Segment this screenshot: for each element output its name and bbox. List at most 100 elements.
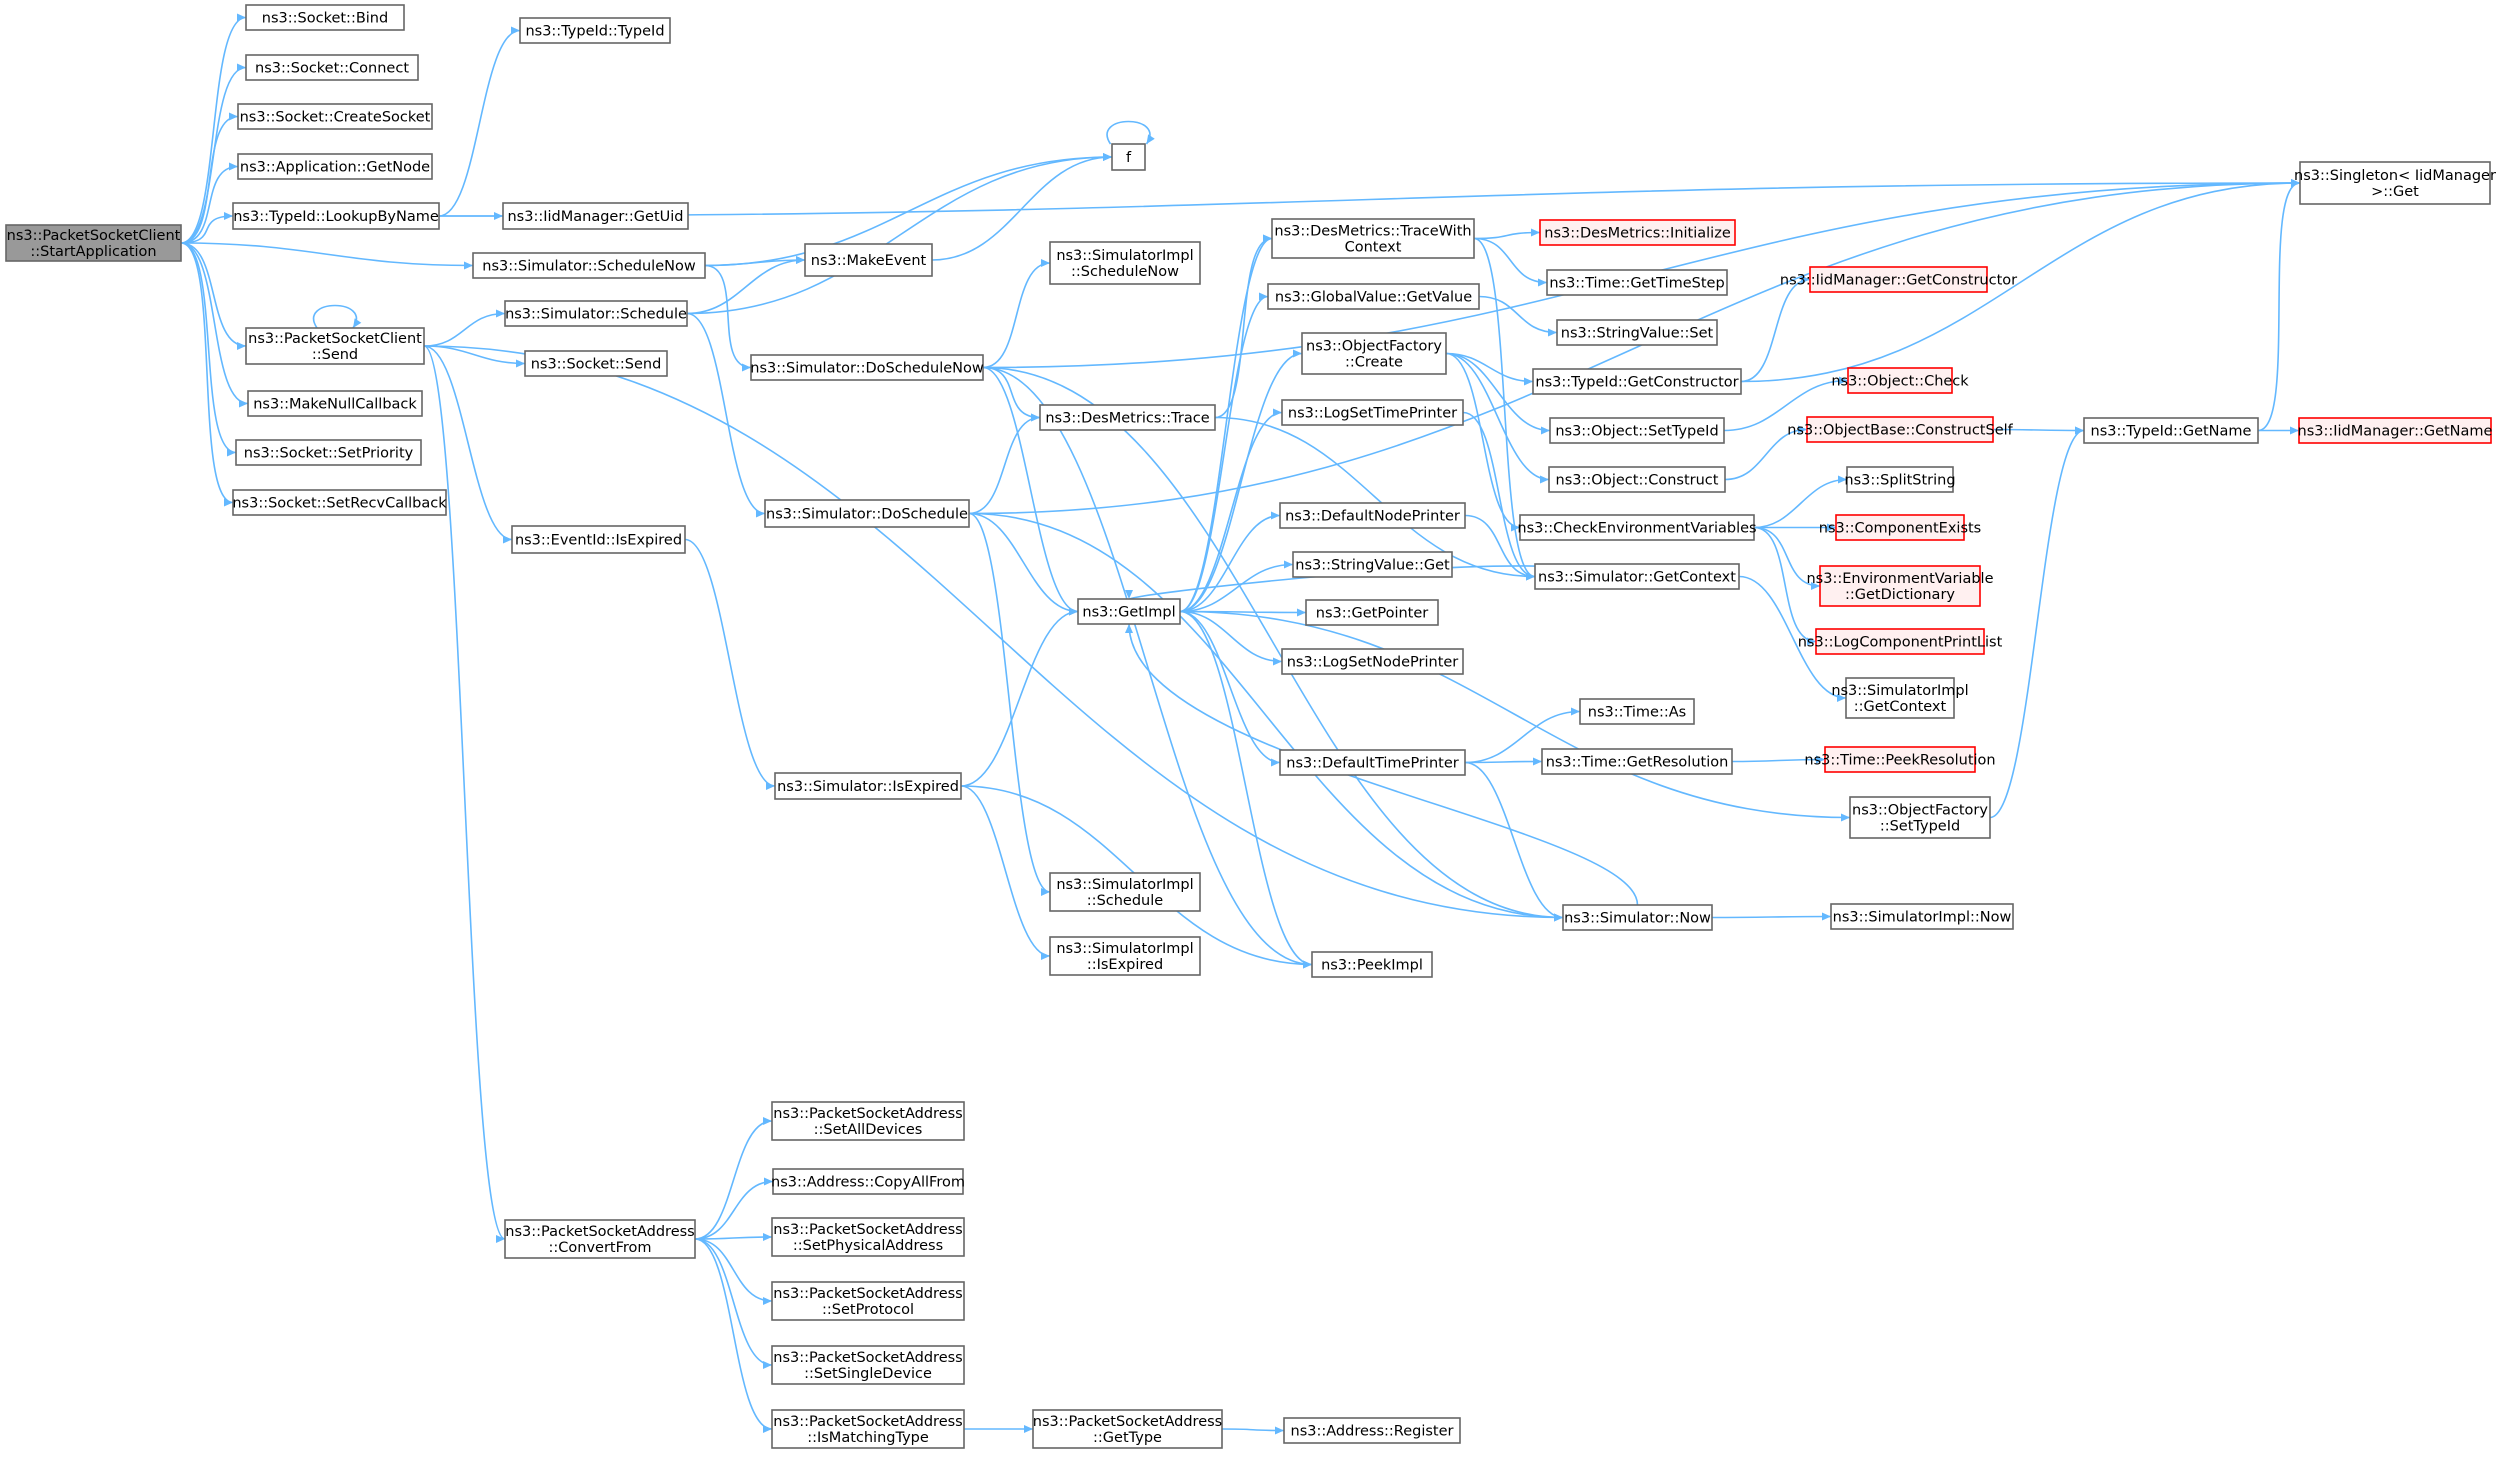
- node-getimpl[interactable]: ns3::GetImpl: [1077, 598, 1181, 625]
- node-typeid_getname[interactable]: ns3::TypeId::GetName: [2083, 417, 2259, 444]
- node-box: [232, 202, 440, 230]
- node-box: [1539, 219, 1736, 246]
- node-logcompprint[interactable]: ns3::LogComponentPrintList: [1798, 628, 2003, 655]
- node-psc_send[interactable]: ns3::PacketSocketClient::Send: [245, 327, 425, 365]
- node-sim_now[interactable]: ns3::Simulator::Now: [1562, 904, 1713, 931]
- node-label: ::Schedule: [1087, 893, 1163, 909]
- node-time_getres[interactable]: ns3::Time::GetResolution: [1541, 748, 1733, 775]
- node-simimpl_getctx[interactable]: ns3::SimulatorImpl::GetContext: [1831, 677, 1969, 719]
- node-obj_settypeid[interactable]: ns3::Object::SetTypeId: [1549, 417, 1725, 444]
- node-label: ns3::ObjectBase::ConstructSelf: [1787, 423, 2013, 439]
- node-makeevent[interactable]: ns3::MakeEvent: [804, 243, 933, 277]
- node-label: ns3::LogSetNodePrinter: [1287, 655, 1459, 671]
- node-evt_isexp[interactable]: ns3::EventId::IsExpired: [511, 525, 686, 554]
- node-label: ns3::Simulator::GetContext: [1538, 570, 1736, 586]
- edge-getimpl-to-logsettime: [1179, 408, 1283, 613]
- node-box: [1806, 416, 1994, 443]
- node-box: [2298, 417, 2492, 444]
- edge-psc_send-to-sim_now: [423, 345, 1564, 922]
- node-sock_create[interactable]: ns3::Socket::CreateSocket: [237, 103, 433, 130]
- node-getpointer[interactable]: ns3::GetPointer: [1305, 599, 1439, 626]
- node-psa_gettype[interactable]: ns3::PacketSocketAddress::GetType: [1032, 1409, 1223, 1449]
- node-box: [232, 489, 447, 516]
- node-checkenv[interactable]: ns3::CheckEnvironmentVariables: [1517, 514, 1757, 541]
- node-addr_copy[interactable]: ns3::Address::CopyAllFrom: [771, 1168, 965, 1195]
- node-psa_ismatch[interactable]: ns3::PacketSocketAddress::IsMatchingType: [771, 1409, 965, 1449]
- node-label: ns3::IidManager::GetUid: [507, 209, 683, 225]
- node-app_getnode[interactable]: ns3::Application::GetNode: [237, 153, 433, 180]
- node-setprio[interactable]: ns3::Socket::SetPriority: [235, 439, 422, 466]
- node-label: ns3::Socket::Connect: [255, 61, 409, 77]
- node-desm_init[interactable]: ns3::DesMetrics::Initialize: [1539, 219, 1736, 246]
- edge-root-to-setrecv: [180, 242, 234, 507]
- node-iid_getuid[interactable]: ns3::IidManager::GetUid: [502, 202, 689, 230]
- node-of_settypeid[interactable]: ns3::ObjectFactory::SetTypeId: [1849, 796, 1991, 839]
- node-iid_getctor[interactable]: ns3::IidManager::GetConstructor: [1780, 266, 2017, 293]
- node-sim_isexp[interactable]: ns3::Simulator::IsExpired: [774, 772, 962, 800]
- node-typeid_getctor[interactable]: ns3::TypeId::GetConstructor: [1532, 368, 1742, 395]
- node-label: ns3::IidManager::GetConstructor: [1780, 273, 2017, 289]
- edge-defnodeprinter-to-sim_getcontext: [1464, 514, 1536, 581]
- node-box: [1039, 404, 1216, 431]
- edge-f-to-f: [1106, 120, 1155, 145]
- node-envvar_getdict[interactable]: ns3::EnvironmentVariable::GetDictionary: [1806, 565, 1994, 607]
- node-box: [1301, 332, 1447, 375]
- node-time_peekres[interactable]: ns3::Time::PeekResolution: [1804, 746, 1996, 773]
- node-iid_getname[interactable]: ns3::IidManager::GetName: [2298, 417, 2493, 444]
- node-sv_set[interactable]: ns3::StringValue::Set: [1556, 319, 1718, 346]
- node-sim_dosched[interactable]: ns3::Simulator::DoSchedule: [764, 499, 970, 528]
- node-desm_trace[interactable]: ns3::DesMetrics::Trace: [1039, 404, 1216, 431]
- node-psa_setall[interactable]: ns3::PacketSocketAddress::SetAllDevices: [771, 1101, 965, 1141]
- node-sim_doschednow[interactable]: ns3::Simulator::DoScheduleNow: [750, 354, 984, 381]
- edge-psa_convert-to-psa_setproto: [694, 1238, 773, 1305]
- node-defnodeprinter[interactable]: ns3::DefaultNodePrinter: [1279, 502, 1466, 529]
- edge-desm_tracewith-to-sim_getcontext: [1473, 237, 1536, 581]
- node-root[interactable]: ns3::PacketSocketClient::StartApplicatio…: [5, 224, 182, 262]
- node-simimpl_sched[interactable]: ns3::SimulatorImpl::Schedule: [1049, 872, 1201, 912]
- node-setrecv[interactable]: ns3::Socket::SetRecvCallback: [232, 489, 447, 516]
- node-singleton[interactable]: ns3::Singleton< IidManager>::Get: [2294, 161, 2496, 205]
- node-obj_check[interactable]: ns3::Object::Check: [1831, 367, 1969, 394]
- node-typeid_typeid[interactable]: ns3::TypeId::TypeId: [519, 17, 671, 44]
- node-sock_connect[interactable]: ns3::Socket::Connect: [245, 54, 419, 81]
- node-sock_bind[interactable]: ns3::Socket::Bind: [245, 4, 405, 31]
- node-sim_getcontext[interactable]: ns3::Simulator::GetContext: [1534, 563, 1740, 590]
- node-of_create[interactable]: ns3::ObjectFactory::Create: [1301, 332, 1447, 375]
- node-deftimeprinter[interactable]: ns3::DefaultTimePrinter: [1279, 749, 1466, 776]
- node-psa_setphys[interactable]: ns3::PacketSocketAddress::SetPhysicalAdd…: [771, 1217, 965, 1257]
- node-psa_setproto[interactable]: ns3::PacketSocketAddress::SetProtocol: [771, 1281, 965, 1321]
- edge-checkenv-to-envvar_getdict: [1753, 526, 1821, 590]
- node-sim_sched[interactable]: ns3::Simulator::Schedule: [504, 300, 688, 327]
- node-box: [1281, 399, 1464, 426]
- node-sim_schednow[interactable]: ns3::Simulator::ScheduleNow: [472, 252, 706, 279]
- node-f[interactable]: f: [1111, 143, 1146, 171]
- node-logsettime[interactable]: ns3::LogSetTimePrinter: [1281, 399, 1464, 426]
- node-time_gettimestep[interactable]: ns3::Time::GetTimeStep: [1546, 269, 1728, 296]
- edge-gv_getvalue-to-sv_set: [1478, 295, 1558, 337]
- node-psa_convert[interactable]: ns3::PacketSocketAddress::ConvertFrom: [504, 1219, 696, 1259]
- node-obj_construct[interactable]: ns3::Object::Construct: [1548, 466, 1726, 493]
- node-peekimpl[interactable]: ns3::PeekImpl: [1311, 951, 1433, 978]
- node-sv_get[interactable]: ns3::StringValue::Get: [1292, 551, 1453, 578]
- edge-deftimeprinter-to-sim_now: [1464, 761, 1564, 922]
- node-simimpl_schednow[interactable]: ns3::SimulatorImpl::ScheduleNow: [1049, 241, 1201, 285]
- node-logsetnode[interactable]: ns3::LogSetNodePrinter: [1281, 648, 1464, 675]
- node-splitstring[interactable]: ns3::SplitString: [1844, 466, 1956, 493]
- node-nullcb[interactable]: ns3::MakeNullCallback: [247, 390, 423, 417]
- node-psa_setsingle[interactable]: ns3::PacketSocketAddress::SetSingleDevic…: [771, 1345, 965, 1385]
- node-time_as[interactable]: ns3::Time::As: [1579, 698, 1695, 725]
- edge-of_create-to-obj_settypeid: [1445, 352, 1551, 435]
- edge-root-to-setprio: [180, 242, 237, 457]
- node-addr_register[interactable]: ns3::Address::Register: [1283, 1417, 1461, 1444]
- node-typeid_lookup[interactable]: ns3::TypeId::LookupByName: [232, 202, 440, 230]
- node-sock_send[interactable]: ns3::Socket::Send: [524, 350, 668, 377]
- node-compexists[interactable]: ns3::ComponentExists: [1819, 514, 1982, 541]
- node-simimpl_isexp[interactable]: ns3::SimulatorImpl::IsExpired: [1049, 936, 1201, 976]
- node-ob_constructself[interactable]: ns3::ObjectBase::ConstructSelf: [1787, 416, 2014, 443]
- node-gv_getvalue[interactable]: ns3::GlobalValue::GetValue: [1267, 283, 1480, 310]
- edge-psa_convert-to-psa_setphys: [694, 1233, 773, 1242]
- edge-deftimeprinter-to-time_getres: [1464, 757, 1543, 766]
- node-label: ns3::Simulator::IsExpired: [777, 779, 959, 795]
- node-simimpl_now[interactable]: ns3::SimulatorImpl::Now: [1830, 903, 2014, 930]
